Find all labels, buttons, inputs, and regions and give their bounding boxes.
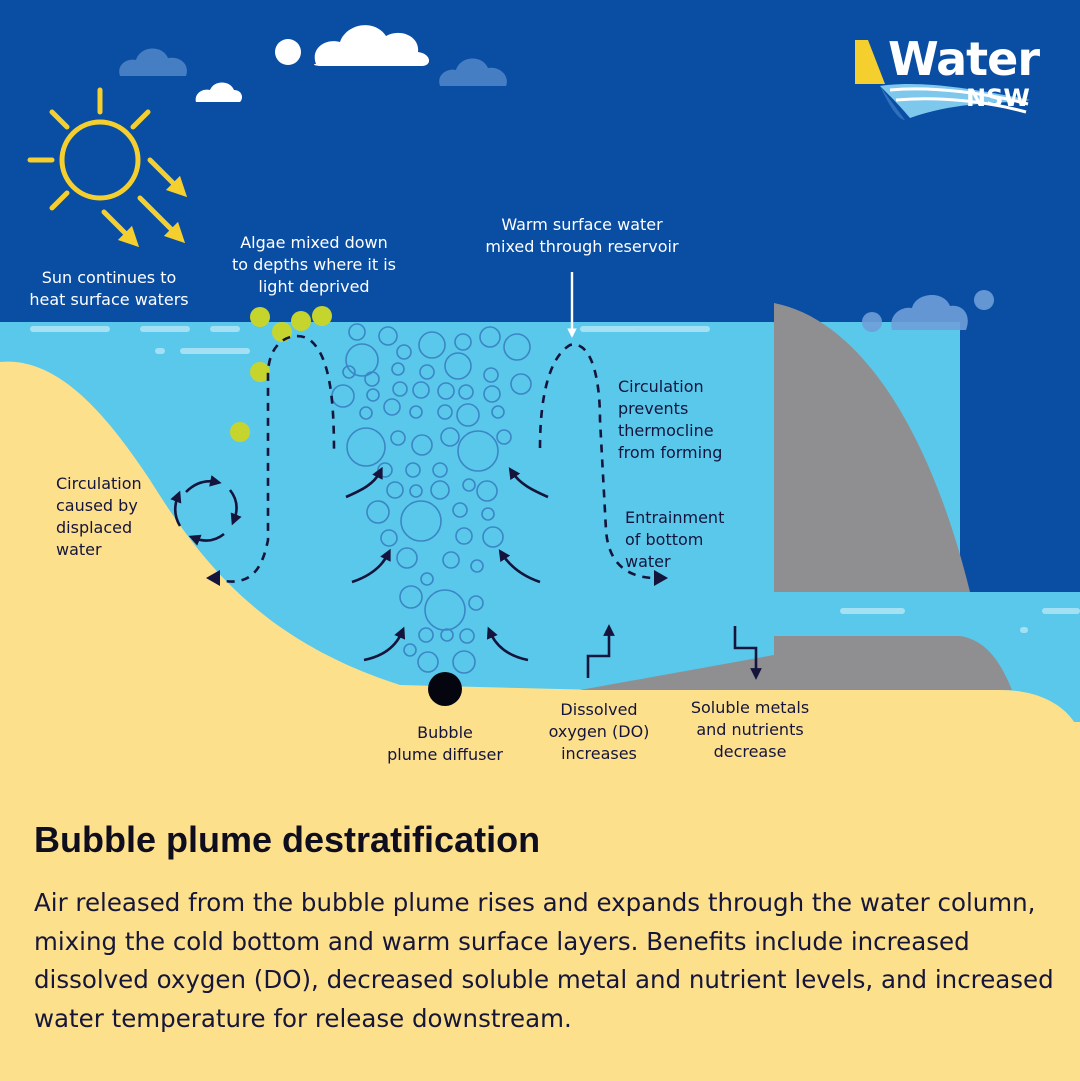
bubble — [479, 326, 501, 348]
bubble — [440, 628, 454, 642]
bubble — [459, 628, 475, 644]
bubble — [503, 333, 531, 361]
bubble — [437, 382, 455, 400]
water-streaks — [30, 326, 1080, 633]
bubble — [364, 371, 380, 387]
loop-arrowheads — [206, 570, 668, 586]
logo-region: NSW — [966, 84, 1030, 112]
flow-arrows — [345, 466, 549, 662]
bubble — [405, 462, 421, 478]
bubble — [366, 500, 390, 524]
bubble — [430, 480, 450, 500]
bubble — [468, 595, 484, 611]
bubble — [483, 385, 501, 403]
circulation-loops — [211, 334, 663, 583]
bubble — [442, 551, 460, 569]
dam-toe — [580, 636, 1012, 690]
sun-icon — [27, 87, 188, 248]
bubble — [396, 344, 412, 360]
bubble — [455, 527, 473, 545]
bubble — [403, 643, 417, 657]
label-soluble-metals: Soluble metals and nutrients decrease — [690, 698, 810, 761]
bubble — [444, 352, 472, 380]
bubble — [378, 326, 398, 346]
bubble — [380, 529, 398, 547]
bubble — [456, 403, 480, 427]
bubble-plume — [331, 323, 532, 674]
bubble — [366, 388, 380, 402]
bubble — [452, 502, 468, 518]
diffuser-icon — [428, 672, 462, 706]
label-entrainment: Entrainment of bottom water — [625, 508, 725, 571]
downstream-sky — [960, 322, 1080, 592]
bubble — [383, 398, 401, 416]
bubble — [481, 507, 495, 521]
bubble — [390, 430, 406, 446]
bubble — [496, 429, 512, 445]
bubble — [454, 333, 472, 351]
bubble — [411, 434, 433, 456]
description: Air released from the bubble plume rises… — [34, 888, 1054, 1033]
bubble — [432, 462, 448, 478]
sky — [0, 0, 1080, 322]
bubble — [417, 651, 439, 673]
bubble — [420, 572, 434, 586]
label-algae: Algae mixed down to depths where it is l… — [232, 233, 396, 296]
bubble — [491, 405, 505, 419]
bubble — [476, 480, 498, 502]
bubble — [483, 367, 499, 383]
step-arrow-down-icon — [733, 626, 762, 680]
dam-wall — [774, 303, 970, 592]
bubble — [392, 381, 408, 397]
bubble — [345, 343, 379, 377]
step-arrow-up-icon — [586, 624, 615, 678]
bubble — [482, 526, 504, 548]
bubble — [400, 500, 442, 542]
label-warm-surface: Warm surface water mixed through reservo… — [485, 215, 679, 256]
bubble — [437, 404, 453, 420]
label-circulation-displaced: Circulation caused by displaced water — [56, 474, 142, 559]
bubble — [396, 547, 418, 569]
bubble — [470, 559, 484, 573]
bubble — [418, 331, 446, 359]
bubble — [409, 405, 423, 419]
bubble — [391, 362, 405, 376]
bubble — [457, 430, 499, 472]
bubble — [418, 627, 434, 643]
label-diffuser: Bubble plume diffuser — [387, 723, 503, 764]
sand-bank — [0, 361, 1080, 1081]
water-nsw-logo — [855, 40, 1030, 120]
bubble — [462, 478, 476, 492]
bubble — [346, 427, 386, 467]
bubble — [458, 384, 474, 400]
bubble — [510, 373, 532, 395]
bubble — [331, 384, 355, 408]
bubble — [386, 481, 404, 499]
page-title: Bubble plume destratification — [34, 819, 541, 860]
bubble — [348, 323, 366, 341]
bubble — [440, 427, 460, 447]
circulation-cycle-icon — [170, 475, 242, 546]
label-sun: Sun continues to heat surface waters — [29, 268, 189, 309]
label-dissolved-oxygen: Dissolved oxygen (DO) increases — [548, 700, 650, 763]
bubble — [419, 364, 435, 380]
bubble — [399, 585, 423, 609]
bubble — [452, 650, 476, 674]
label-circulation-thermocline: Circulation prevents thermocline from fo… — [618, 377, 723, 462]
cloud-icon — [119, 25, 994, 332]
bubble — [359, 406, 373, 420]
bubble — [342, 365, 356, 379]
bubble — [412, 381, 430, 399]
bubble — [409, 484, 423, 498]
logo-wordmark: Water — [888, 32, 1040, 86]
algae-dots — [230, 306, 332, 442]
